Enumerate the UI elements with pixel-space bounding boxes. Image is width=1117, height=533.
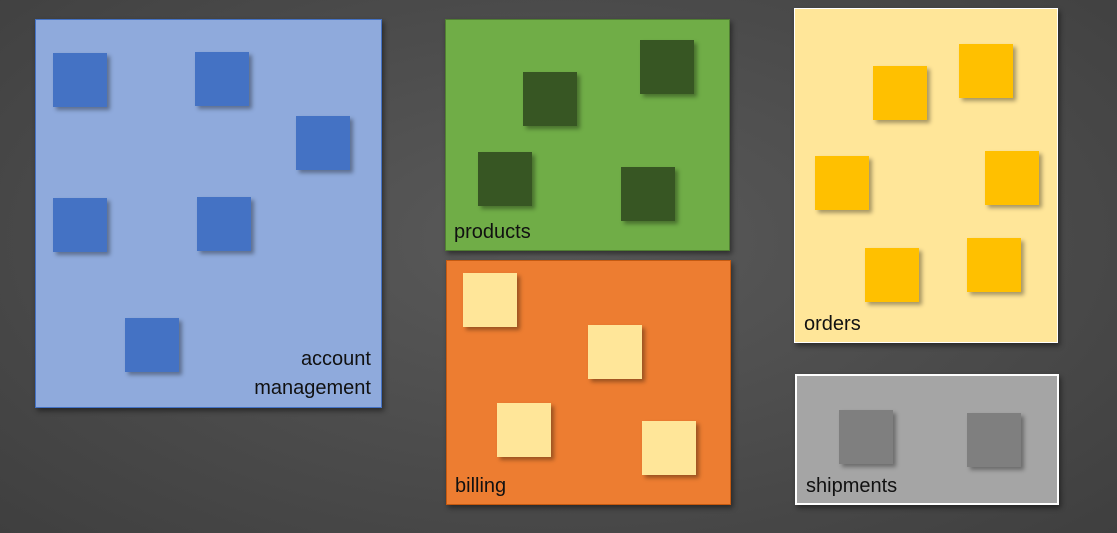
account-block xyxy=(197,197,251,251)
orders-block xyxy=(985,151,1039,205)
domain-products: products xyxy=(445,19,730,251)
shipments-block xyxy=(967,413,1021,467)
domain-label-line: account xyxy=(300,348,371,370)
billing-block xyxy=(463,273,517,327)
orders-block xyxy=(967,238,1021,292)
products-block xyxy=(640,40,694,94)
orders-block xyxy=(865,248,919,302)
domain-label: shipments xyxy=(806,475,898,497)
domain-account-management: account management xyxy=(35,19,382,408)
products-block xyxy=(621,167,675,221)
account-block xyxy=(195,52,249,106)
products-block xyxy=(478,152,532,206)
account-block xyxy=(296,116,350,170)
account-block xyxy=(125,318,179,372)
domain-label: products xyxy=(454,221,531,243)
domain-billing: billing xyxy=(446,260,731,505)
shipments-block xyxy=(839,410,893,464)
domain-label: account management xyxy=(254,345,371,403)
domain-orders: orders xyxy=(794,8,1058,343)
products-block xyxy=(523,72,577,126)
domain-label: orders xyxy=(804,313,861,335)
account-block xyxy=(53,53,107,107)
orders-block xyxy=(959,44,1013,98)
billing-block xyxy=(588,325,642,379)
domain-label-line: management xyxy=(254,377,371,399)
domain-label: billing xyxy=(455,475,507,497)
billing-block xyxy=(497,403,551,457)
domain-shipments: shipments xyxy=(795,374,1059,505)
account-block xyxy=(53,198,107,252)
orders-block xyxy=(815,156,869,210)
billing-block xyxy=(642,421,696,475)
orders-block xyxy=(873,66,927,120)
